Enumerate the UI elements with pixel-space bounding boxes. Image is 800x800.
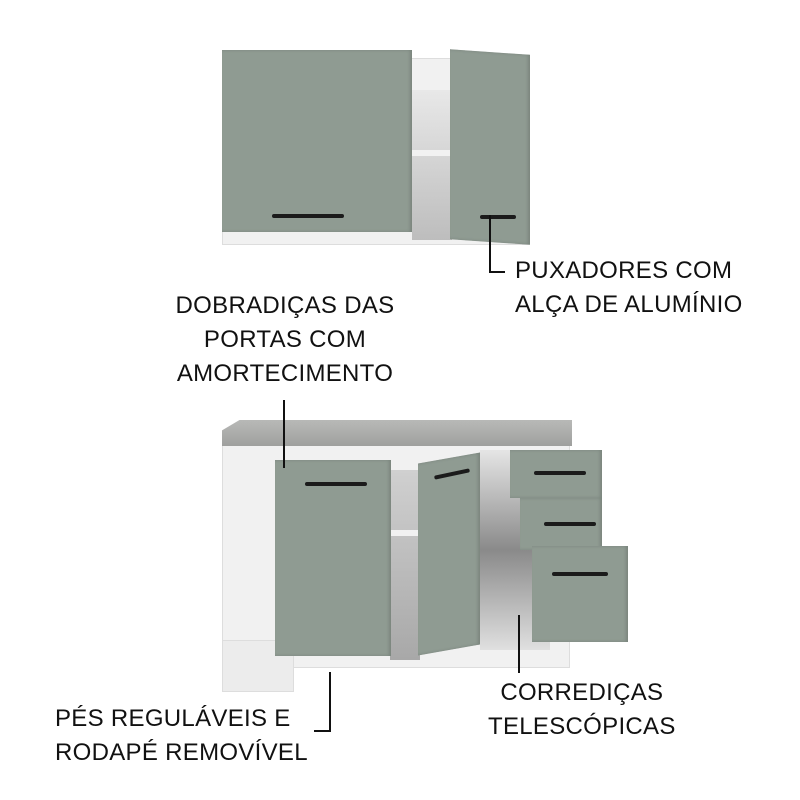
upper-left-door <box>222 50 412 232</box>
drawer-middle-handle <box>544 522 596 526</box>
slides-label: CORREDIÇAS TELESCÓPICAS <box>488 676 676 744</box>
label-line: RODAPÉ REMOVÍVEL <box>55 739 308 766</box>
upper-right-handle <box>480 215 516 219</box>
drawer-top-handle <box>534 471 586 475</box>
feet-callout-line <box>329 672 331 732</box>
feet-label: PÉS REGULÁVEIS E RODAPÉ REMOVÍVEL <box>55 702 308 770</box>
label-line: TELESCÓPICAS <box>488 713 676 740</box>
lower-left-handle <box>305 482 367 486</box>
label-line: ALÇA DE ALUMÍNIO <box>515 291 743 318</box>
lower-cabinet <box>222 420 632 692</box>
upper-left-handle <box>272 214 344 218</box>
handles-label: PUXADORES COM ALÇA DE ALUMÍNIO <box>515 254 743 322</box>
handles-callout-line-h <box>489 271 505 273</box>
lower-interior <box>390 470 420 660</box>
slides-callout-line <box>518 615 520 673</box>
handles-callout-line <box>489 215 491 273</box>
hinges-label: DOBRADIÇAS DAS PORTAS COM AMORTECIMENTO <box>165 289 405 391</box>
countertop <box>222 420 572 446</box>
label-line: PÉS REGULÁVEIS E <box>55 705 291 732</box>
label-line: AMORTECIMENTO <box>176 360 394 387</box>
upper-interior <box>412 90 452 240</box>
upper-cabinet <box>222 49 532 245</box>
drawer-bottom-handle <box>552 572 608 576</box>
lower-left-door <box>275 460 391 656</box>
label-line: PORTAS COM <box>203 326 367 353</box>
lower-shelf <box>390 530 420 536</box>
feet-callout-line-h <box>314 730 331 732</box>
drawer-bottom <box>532 546 628 642</box>
label-line: CORREDIÇAS <box>500 679 664 706</box>
lower-right-door <box>418 452 480 656</box>
upper-shelf <box>412 150 452 156</box>
label-line: DOBRADIÇAS DAS <box>175 292 395 319</box>
label-line: PUXADORES COM <box>515 257 733 284</box>
hinges-callout-line <box>283 400 285 468</box>
